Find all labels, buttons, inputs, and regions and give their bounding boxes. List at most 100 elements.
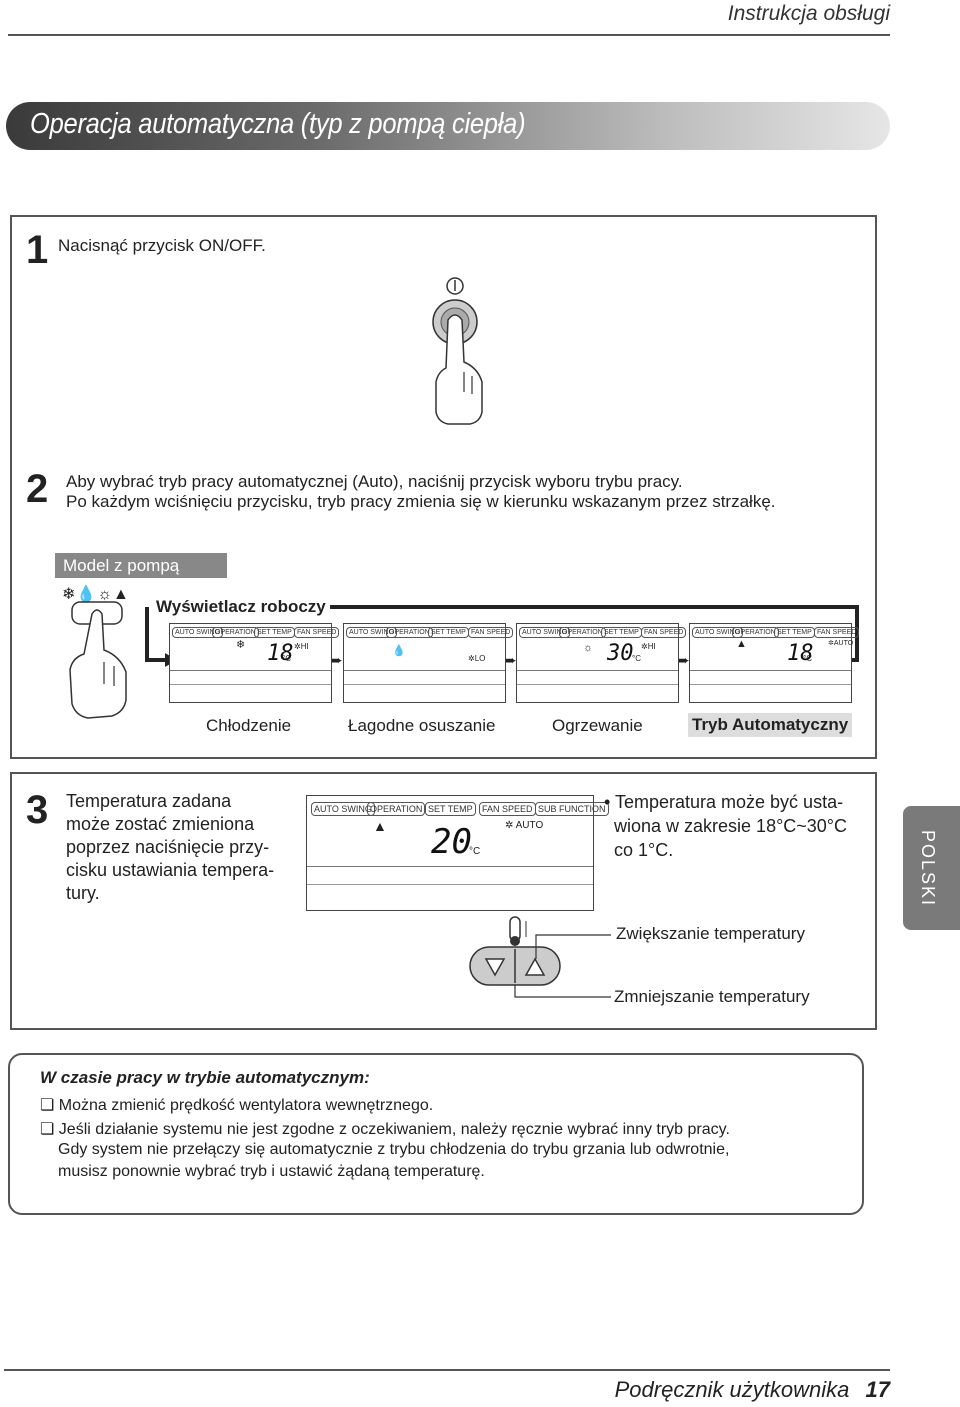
temp-range-note-line: wiona w zakresie 18°C~30°C — [614, 816, 848, 836]
step3-text-line: cisku ustawiania tempera- — [66, 860, 275, 880]
step3-text-line: tury. — [66, 883, 100, 903]
auto-swing-label: AUTO SWING — [311, 802, 375, 816]
panel-divider — [344, 670, 505, 671]
fan-speed-value: ✲LO — [468, 654, 486, 663]
temp-value: 30 — [607, 641, 634, 666]
power-button-illustration — [432, 277, 483, 425]
model-tag: Model z pompą ciepła — [55, 553, 227, 600]
checkbox-bullet-icon: ❏ — [40, 1121, 55, 1138]
panel-divider — [170, 684, 331, 685]
note-item: ❏ Jeśli działanie systemu nie jest zgodn… — [40, 1121, 730, 1138]
fan-speed-value: ✲AUTO — [828, 640, 854, 647]
arrow-right-icon: ➨ — [331, 652, 343, 668]
step3-text-line: poprzez naciśnięcie przy- — [66, 837, 270, 857]
fan-icon: ✲ — [828, 640, 834, 647]
fan-icon: ✲ — [505, 820, 514, 831]
panel-divider — [517, 684, 678, 685]
set-temp-label: SET TEMP — [425, 802, 476, 816]
panel-divider — [307, 884, 593, 885]
checkbox-bullet-icon: ❏ — [40, 1097, 55, 1114]
language-tab — [903, 806, 960, 930]
step2-number: 2 — [26, 467, 49, 511]
header-rule — [8, 34, 890, 36]
temp-value: 20 — [431, 822, 472, 862]
sub-function-label: SUB FUNCTION — [535, 802, 609, 816]
mode-label-auto: Tryb Automatyczny — [688, 713, 853, 737]
operation-label: OPERATION — [386, 627, 433, 638]
panel-divider — [517, 670, 678, 671]
temp-value: 18 — [787, 641, 814, 666]
fan-icon: ✲ — [468, 654, 475, 663]
display-title: Wyświetlacz roboczy — [156, 597, 326, 616]
auto-swing-label: AUTO SWING — [692, 627, 743, 638]
footer-rule — [4, 1369, 890, 1371]
decrease-temp-label: Zmniejszanie temperatury — [614, 987, 810, 1006]
fan-speed-label: FAN SPEED — [468, 627, 514, 638]
temp-down-icon — [484, 958, 506, 977]
mode-label-dry: Łagodne osuszanie — [348, 716, 496, 735]
step3-text-line: może zostać zmieniona — [66, 814, 255, 834]
step3-text-line: Temperatura zadana — [66, 791, 232, 811]
footer: Podręcznik użytkownika 17 — [615, 1377, 890, 1403]
display-panel-dry: AUTO SWING OPERATION SET TEMP FAN SPEED … — [343, 623, 514, 703]
panel-divider — [344, 684, 505, 685]
language-tab-text: POLSKI — [918, 830, 938, 908]
mode-label-heating: Ogrzewanie — [552, 716, 643, 735]
set-temp-label: SET TEMP — [254, 627, 295, 638]
auto-mode-icon: ▲ — [736, 638, 747, 650]
sun-icon: ☼ — [97, 586, 113, 603]
panel-divider — [690, 670, 851, 671]
droplet-icon: 💧 — [76, 586, 98, 603]
display-panel-heating: AUTO SWING OPERATION SET TEMP FAN SPEED … — [516, 623, 687, 703]
temp-range-note-line: co 1°C. — [614, 840, 674, 860]
fan-speed-value: ✲HI — [294, 642, 309, 651]
sun-icon: ☼ — [583, 642, 594, 654]
step1-number: 1 — [26, 228, 49, 272]
display-panel-set-temp: AUTO SWING OPERATION SET TEMP FAN SPEED … — [306, 795, 609, 911]
fan-speed-value: ✲HI — [641, 642, 656, 651]
display-panel-auto: AUTO SWING OPERATION SET TEMP FAN SPEED … — [689, 623, 860, 703]
set-temp-label: SET TEMP — [428, 627, 469, 638]
temp-unit: °C — [469, 846, 481, 857]
note-box — [8, 1053, 864, 1215]
operation-label: OPERATION — [732, 627, 779, 638]
note-item: ❏ Można zmienić prędkość wentylatora wew… — [40, 1097, 434, 1114]
footer-title: Podręcznik użytkownika — [614, 1377, 850, 1402]
set-temp-label: SET TEMP — [601, 627, 642, 638]
fan-icon: ✲ — [294, 642, 301, 651]
operation-label: OPERATION — [559, 627, 606, 638]
page-number: 17 — [865, 1377, 890, 1402]
note-item-continuation: Gdy system nie przełączy się automatyczn… — [58, 1141, 730, 1158]
auto-mode-icon: ▲ — [113, 586, 130, 603]
note-item-continuation: musisz ponownie wybrać tryb i ustawić żą… — [58, 1163, 485, 1180]
panel-divider — [307, 866, 593, 867]
temp-value: 18 — [267, 641, 294, 666]
temp-unit: °C — [803, 654, 812, 663]
section-title: Operacja automatyczna (typ z pompą ciepł… — [30, 108, 526, 140]
mode-icons: ❄💧☼▲ — [62, 584, 130, 604]
fan-speed-label: FAN SPEED — [641, 627, 687, 638]
fan-speed-value: ✲ AUTO — [505, 820, 544, 831]
fan-icon: ✲ — [641, 642, 648, 651]
step3-text: Temperatura zadana może zostać zmieniona… — [66, 790, 274, 905]
droplet-icon: 💧 — [392, 645, 406, 657]
temp-up-icon — [524, 957, 546, 976]
step1-text: Nacisnąć przycisk ON/OFF. — [58, 236, 266, 255]
snowflake-icon: ❄ — [236, 639, 246, 651]
step2-line1: Aby wybrać tryb pracy automatycznej (Aut… — [66, 472, 683, 491]
step2-line2: Po każdym wciśnięciu przycisku, tryb pra… — [66, 492, 776, 511]
temp-unit: °C — [282, 654, 291, 663]
fan-speed-label: FAN SPEED — [814, 627, 860, 638]
set-temp-label: SET TEMP — [774, 627, 815, 638]
auto-swing-label: AUTO SWING — [346, 627, 397, 638]
auto-swing-label: AUTO SWING — [172, 627, 223, 638]
arrow-right-icon: ➨ — [678, 652, 690, 668]
snowflake-icon: ❄ — [62, 586, 77, 603]
mode-label-cooling: Chłodzenie — [206, 716, 292, 735]
panel-divider — [170, 670, 331, 671]
operation-label: OPERATION — [212, 627, 259, 638]
step3-number: 3 — [26, 788, 49, 832]
temp-unit: °C — [632, 654, 641, 663]
display-panel-cooling: AUTO SWING OPERATION SET TEMP FAN SPEED … — [169, 623, 340, 703]
temp-range-note: • Temperatura może być usta- wiona w zak… — [604, 790, 847, 862]
